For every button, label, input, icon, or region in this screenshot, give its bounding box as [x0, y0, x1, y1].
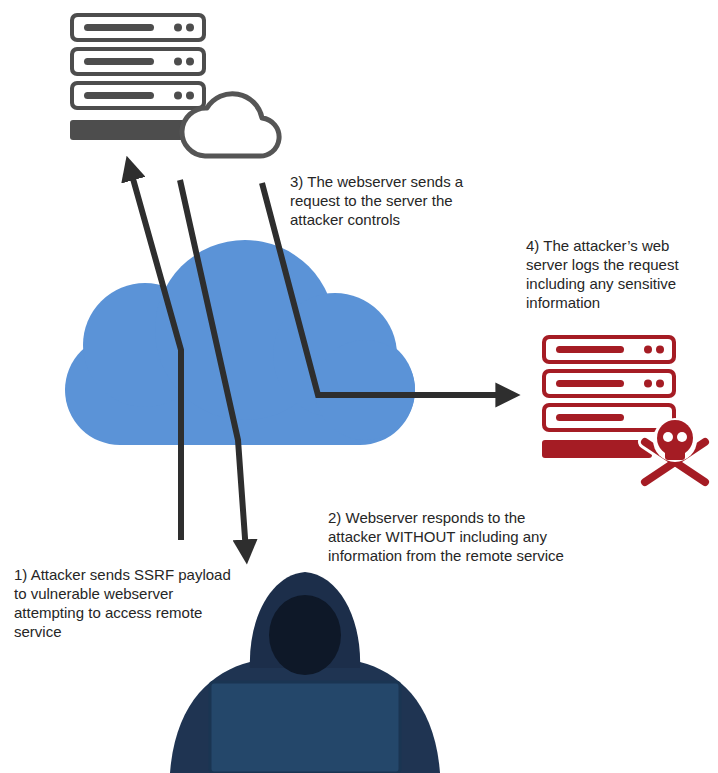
cloud-icon: [182, 94, 279, 156]
request-arrow: [130, 168, 181, 540]
flow-arrows: [130, 168, 508, 552]
step-note: 1) Attacker sends SSRF payload to vulner…: [14, 565, 236, 641]
step-note: 3) The webserver sends a request to the …: [290, 172, 500, 229]
step-note: 4) The attacker’s web server logs the re…: [526, 236, 714, 312]
step-note: 2) Webserver responds to the attacker WI…: [328, 508, 568, 565]
response-arrow: [180, 180, 246, 552]
hacker-figure: [170, 572, 440, 773]
skull-icon: [645, 418, 705, 482]
internet-cloud: [65, 240, 415, 445]
